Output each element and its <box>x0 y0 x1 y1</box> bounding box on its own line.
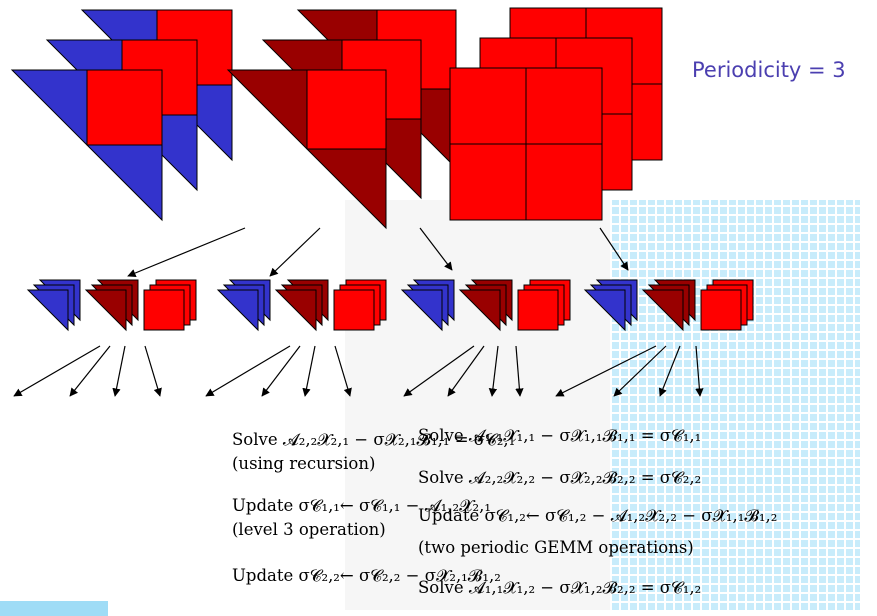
arrow-bottom-12 <box>515 345 524 397</box>
arrow-bottom-13 <box>555 345 657 397</box>
right-step-3: Update σ𝓒₁,₂← σ𝓒₁,₂ − 𝓐₁,₂𝓧₂,₂ − σ𝓧₁,₁𝓑₁… <box>418 506 778 525</box>
watermark-grid <box>610 200 860 610</box>
mid-group-1-darkred-3 <box>84 289 127 332</box>
mid-group-2-red-3 <box>333 289 375 331</box>
left-step-1: Solve 𝓐₂,₂𝓧₂,₁ − σ𝓧₂,₁𝓑₁,₁ = σ𝓒₂,₁ <box>232 430 516 449</box>
arrow-bottom-16 <box>695 345 704 397</box>
arrow-bottom-4 <box>144 345 162 397</box>
arrow-bottom-6 <box>261 345 301 397</box>
mid-group-2-blue-3 <box>216 289 259 332</box>
top-red-layer-3 <box>449 67 603 221</box>
arrow-bottom-1 <box>13 345 101 397</box>
mid-group-1-red-3 <box>143 289 185 331</box>
top-darkred-layer-3-square <box>306 69 387 150</box>
arrow-top-2 <box>269 227 321 277</box>
mid-group-1-blue-3 <box>26 289 69 332</box>
mid-group-4-red-3 <box>700 289 742 331</box>
periodicity-label: Periodicity = 3 <box>692 58 846 82</box>
mid-group-4-darkred-3 <box>641 289 684 332</box>
arrow-bottom-9 <box>403 345 475 397</box>
arrow-top-1 <box>127 227 246 278</box>
mid-group-3-blue-3 <box>400 289 443 332</box>
arrow-bottom-3 <box>112 345 126 397</box>
arrow-bottom-11 <box>488 345 499 397</box>
top-darkred-layer-3 <box>226 69 387 230</box>
mid-group-3-darkred-3 <box>458 289 501 332</box>
left-step-2: Update σ𝓒₁,₁← σ𝓒₁,₁ − 𝓐₁,₂𝓧₂,₁ <box>232 496 491 515</box>
arrow-bottom-2 <box>69 345 111 397</box>
left-step-3: Update σ𝓒₂,₂← σ𝓒₂,₂ − σ𝓧₂,₁𝓑₁,₂ <box>232 566 501 585</box>
right-step-4: Solve 𝓐₁,₁𝓧₁,₂ − σ𝓧₁,₂𝓑₂,₂ = σ𝓒₁,₂ <box>418 578 702 597</box>
top-blue-layer-3 <box>10 69 163 222</box>
arrow-bottom-7 <box>302 345 316 397</box>
top-blue-layer-3-square <box>86 69 163 146</box>
left-step-1-note: (using recursion) <box>232 454 376 473</box>
bottom-tab-strip <box>0 601 108 616</box>
right-step-3-note: (two periodic GEMM operations) <box>418 538 694 557</box>
right-step-2: Solve 𝓐₂,₂𝓧₂,₂ − σ𝓧₂,₂𝓑₂,₂ = σ𝓒₂,₂ <box>418 468 702 487</box>
mid-group-4 <box>583 279 754 332</box>
arrow-top-4 <box>599 227 629 271</box>
mid-group-1 <box>26 279 197 332</box>
mid-group-4-blue-3 <box>583 289 626 332</box>
mid-group-2 <box>216 279 387 332</box>
arrow-bottom-5 <box>205 345 291 397</box>
mid-group-3 <box>400 279 571 332</box>
mid-group-2-darkred-3 <box>274 289 317 332</box>
mid-group-3-red-3 <box>517 289 559 331</box>
arrow-bottom-15 <box>658 345 681 397</box>
arrow-bottom-10 <box>447 345 485 397</box>
right-step-1: Solve 𝓐₁,₁𝓧₁,₁ − σ𝓧₁,₁𝓑₁,₁ = σ𝓒₁,₁ <box>418 426 702 445</box>
arrow-bottom-8 <box>334 345 352 397</box>
left-step-2-note: (level 3 operation) <box>232 520 386 539</box>
arrow-top-3 <box>419 227 453 271</box>
arrow-bottom-14 <box>613 345 667 397</box>
